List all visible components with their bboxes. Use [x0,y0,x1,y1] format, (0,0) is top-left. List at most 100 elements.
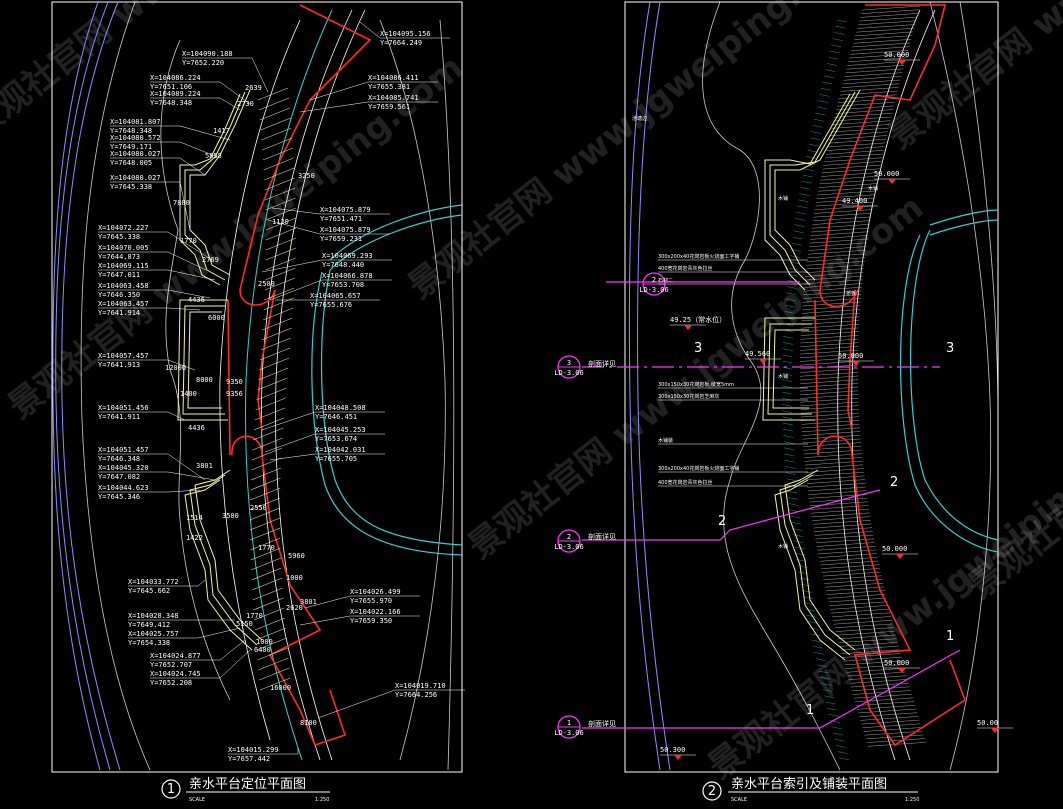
coord-y-label: Y=7659.561 [368,103,410,111]
stone-band [838,757,850,761]
hatch-line [820,560,879,566]
dimension-label: 1770 [180,237,197,245]
hatch-line [835,109,894,114]
coord-y-label: Y=7659.231 [320,235,362,243]
hatch-line [807,257,866,262]
hatch-line [251,577,283,591]
hatch-line [847,671,906,677]
hatch-line [802,442,862,447]
hatch-line [803,453,863,458]
hatch-line [805,268,864,273]
section-mark: 2 [890,475,898,490]
dimension-label: 8000 [196,376,213,384]
hatch-line [832,612,891,617]
stone-band [812,645,824,649]
coord-leader [179,157,206,176]
hatch-line [250,487,281,501]
stone-band [782,422,793,426]
panel-2: 2LD-3.063LD-3.062LD-3.061LD-3.06剖面详见剖面详见… [554,1,1013,803]
stone-band [826,707,838,711]
stone-band [784,453,795,457]
coord-x-label: X=104026.499 [350,588,401,596]
coord-leader [179,141,221,159]
hatch-line [803,294,862,299]
stone-band [834,738,845,742]
coord-y-label: Y=7645.346 [98,493,140,501]
hatch-line [254,617,286,631]
hatch-line [812,520,871,525]
stone-band [786,292,797,296]
coord-x-label: X=104028.348 [128,612,179,620]
stone-band [785,472,796,475]
elevation-label: 50.000 [874,170,899,178]
hatch-line [255,397,286,411]
dimension-label: 3801 [300,598,317,606]
coord-y-label: Y=7649.412 [128,621,170,629]
hatch-line [838,638,897,643]
hatch-line [816,198,875,203]
stone-band [790,255,801,258]
hatch-line [821,564,880,569]
hatch-line [804,457,863,462]
stone-band [784,459,795,463]
hatch-line [858,708,917,714]
hatch-line [830,127,889,133]
misc-label: 木铺 [778,195,788,202]
hatch-line [809,242,868,247]
coord-x-label: X=104080.572 [110,134,161,142]
dimension-label: 8100 [300,719,317,727]
hatch-line [859,16,918,22]
coord-x-label: X=104033.772 [128,578,179,586]
hatch-line [809,497,868,503]
hatch-line [802,309,861,314]
coord-leader [167,453,206,481]
coord-x-label: X=104072.227 [98,224,149,232]
stone-band [782,416,793,420]
hatch-line [854,35,913,40]
hatch-line [844,660,903,666]
hatch-line [800,342,859,347]
stone-band [823,75,834,79]
coord-x-label: X=104045.253 [315,426,366,434]
coord-leader [167,411,186,421]
dimension-label: 5858 [205,152,222,160]
coord-leader [219,639,246,661]
stone-band [795,218,806,221]
detail-bubbles: 2LD-3.063LD-3.062LD-3.061LD-3.06剖面详见剖面详见… [554,272,669,739]
dimension-label: 3801 [196,462,213,470]
dimension-label: 1400 [180,390,197,398]
coord-x-label: X=104089.224 [150,90,201,98]
hatch-line [803,446,862,451]
coord-y-label: Y=7651.106 [150,83,192,91]
hatch-line [802,431,861,436]
hatch-line [252,437,283,451]
elevation-triangle [896,554,904,559]
stone-band [793,540,804,544]
dimension-label: 1770 [258,544,275,552]
coord-leader [261,411,316,431]
hatch-line [818,549,877,555]
hatch-line [264,287,295,301]
detail-bubble-sheet: LD-3.06 [554,729,584,737]
coord-leader [251,57,269,93]
dimension-label: 9356 [226,390,243,398]
stone-band [782,373,793,376]
hatch-line [808,246,867,251]
hatch-line [261,327,292,341]
stone-band [787,490,798,494]
panel-1-title: 亲水平台定位平面图 [189,777,306,792]
stone-band [825,701,836,705]
hatch-line [811,224,870,229]
hatch-line [809,501,868,506]
hatch-line [817,546,876,551]
hatch-line [818,187,877,192]
detail-label: 剖面详见 [588,359,616,368]
hatch-line [262,147,294,161]
stone-band [796,211,807,215]
coord-leader [179,181,191,231]
hatch-line [250,527,281,541]
stone-band [814,652,825,655]
coord-y-label: Y=7646.451 [315,413,357,421]
stone-band [832,38,843,41]
